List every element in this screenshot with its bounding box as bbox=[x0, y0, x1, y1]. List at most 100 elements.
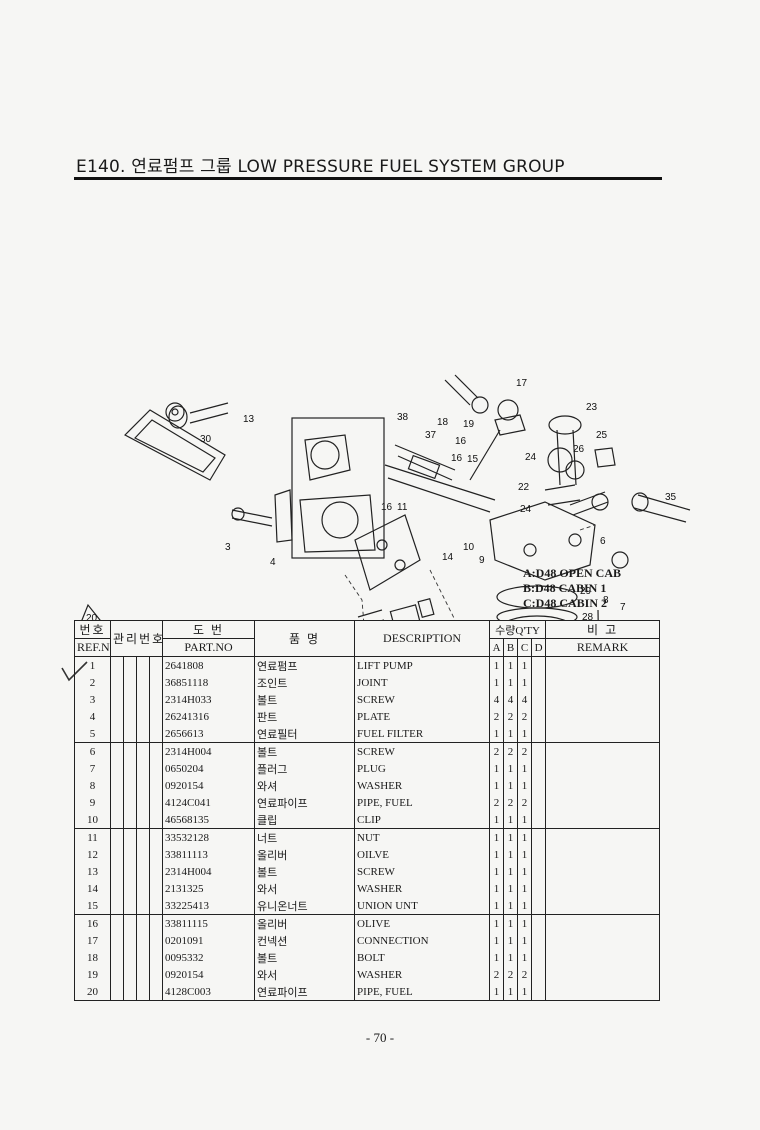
cell-part: 0650204 bbox=[162, 760, 256, 777]
cell-c: 1 bbox=[517, 674, 533, 691]
cell-empty bbox=[545, 897, 661, 915]
cell-empty bbox=[110, 742, 124, 760]
cell-empty bbox=[148, 674, 164, 691]
cell-empty bbox=[123, 932, 137, 949]
cell-empty bbox=[545, 914, 661, 932]
cell-empty bbox=[110, 760, 124, 777]
callout-11: 11 bbox=[397, 502, 408, 513]
header-ref-ko: 번호 bbox=[74, 620, 111, 639]
cell-part: 0920154 bbox=[162, 966, 256, 983]
cell-part: 4128C003 bbox=[162, 983, 256, 1001]
cell-ref: 19 bbox=[74, 966, 111, 983]
cell-part: 2314H004 bbox=[162, 863, 256, 880]
callout-15: 15 bbox=[467, 454, 479, 465]
cell-empty bbox=[110, 674, 124, 691]
cell-ref: 7 bbox=[74, 760, 111, 777]
cell-empty bbox=[148, 914, 164, 932]
cell-empty bbox=[531, 949, 547, 966]
cell-empty bbox=[136, 656, 150, 674]
cell-empty bbox=[123, 708, 137, 725]
cell-empty bbox=[531, 932, 547, 949]
cell-name: 유니온너트 bbox=[254, 897, 356, 915]
cell-empty bbox=[545, 777, 661, 794]
cell-a: 1 bbox=[489, 914, 505, 932]
legend-c: C:D48 CABIN 2 bbox=[523, 596, 607, 610]
parts-table: 번호 관리번호 도 번 품 명 DESCRIPTION 수량Q'TY 비 고 R… bbox=[74, 620, 661, 1001]
cell-empty bbox=[123, 674, 137, 691]
cell-desc: WASHER bbox=[354, 777, 491, 794]
cell-desc: CONNECTION bbox=[354, 932, 491, 949]
cell-ref: 1 bbox=[74, 656, 111, 674]
cell-empty bbox=[531, 828, 547, 846]
callout-20: 20 bbox=[86, 613, 98, 620]
cell-empty bbox=[148, 725, 164, 743]
cell-name: 볼트 bbox=[254, 949, 356, 966]
cell-empty bbox=[110, 725, 124, 743]
cell-empty bbox=[136, 725, 150, 743]
callout-35: 35 bbox=[665, 492, 677, 503]
cell-b: 1 bbox=[503, 949, 519, 966]
cell-c: 1 bbox=[517, 811, 533, 829]
cell-empty bbox=[148, 828, 164, 846]
cell-empty bbox=[531, 691, 547, 708]
cell-empty bbox=[148, 897, 164, 915]
cell-empty bbox=[136, 914, 150, 932]
callout-17: 17 bbox=[516, 378, 528, 389]
callout-7: 7 bbox=[620, 602, 626, 613]
header-remark-ko: 비 고 bbox=[545, 620, 661, 639]
cell-desc: OILVE bbox=[354, 846, 491, 863]
cell-c: 1 bbox=[517, 880, 533, 897]
cell-b: 1 bbox=[503, 863, 519, 880]
cell-empty bbox=[148, 708, 164, 725]
cell-name: 와서 bbox=[254, 966, 356, 983]
cell-ref: 4 bbox=[74, 708, 111, 725]
cell-empty bbox=[136, 932, 150, 949]
callout-18: 18 bbox=[437, 417, 449, 428]
cell-desc: PIPE, FUEL bbox=[354, 983, 491, 1001]
exploded-parts-diagram: 13 30 38 37 18 19 17 16 16 15 23 26 25 2… bbox=[81, 374, 691, 620]
cell-empty bbox=[123, 656, 137, 674]
cell-empty bbox=[123, 983, 137, 1001]
cell-empty bbox=[110, 846, 124, 863]
cell-desc: PLUG bbox=[354, 760, 491, 777]
cell-b: 1 bbox=[503, 725, 519, 743]
cell-name: 연료필터 bbox=[254, 725, 356, 743]
cell-part: 2656613 bbox=[162, 725, 256, 743]
cell-empty bbox=[531, 897, 547, 915]
cell-b: 4 bbox=[503, 691, 519, 708]
cell-empty bbox=[110, 897, 124, 915]
cell-name: 연료파이프 bbox=[254, 983, 356, 1001]
cell-empty bbox=[136, 863, 150, 880]
header-part-en: PART.NO bbox=[162, 638, 256, 657]
cell-empty bbox=[110, 880, 124, 897]
cell-empty bbox=[123, 794, 137, 811]
cell-a: 1 bbox=[489, 828, 505, 846]
cell-empty bbox=[123, 811, 137, 829]
cell-empty bbox=[110, 863, 124, 880]
callout-6: 6 bbox=[600, 536, 606, 547]
cell-c: 1 bbox=[517, 932, 533, 949]
cell-empty bbox=[148, 983, 164, 1001]
cell-ref: 12 bbox=[74, 846, 111, 863]
cell-part: 4124C041 bbox=[162, 794, 256, 811]
cell-name: 연료파이프 bbox=[254, 794, 356, 811]
callout-30: 30 bbox=[200, 434, 212, 445]
cell-a: 1 bbox=[489, 777, 505, 794]
cell-c: 1 bbox=[517, 828, 533, 846]
cell-a: 2 bbox=[489, 742, 505, 760]
cell-empty bbox=[136, 966, 150, 983]
cell-empty bbox=[110, 966, 124, 983]
cell-b: 1 bbox=[503, 932, 519, 949]
cell-part: 2314H033 bbox=[162, 691, 256, 708]
cell-ref: 6 bbox=[74, 742, 111, 760]
plate-4 bbox=[274, 489, 293, 543]
cell-empty bbox=[123, 828, 137, 846]
cell-ref: 20 bbox=[74, 983, 111, 1001]
